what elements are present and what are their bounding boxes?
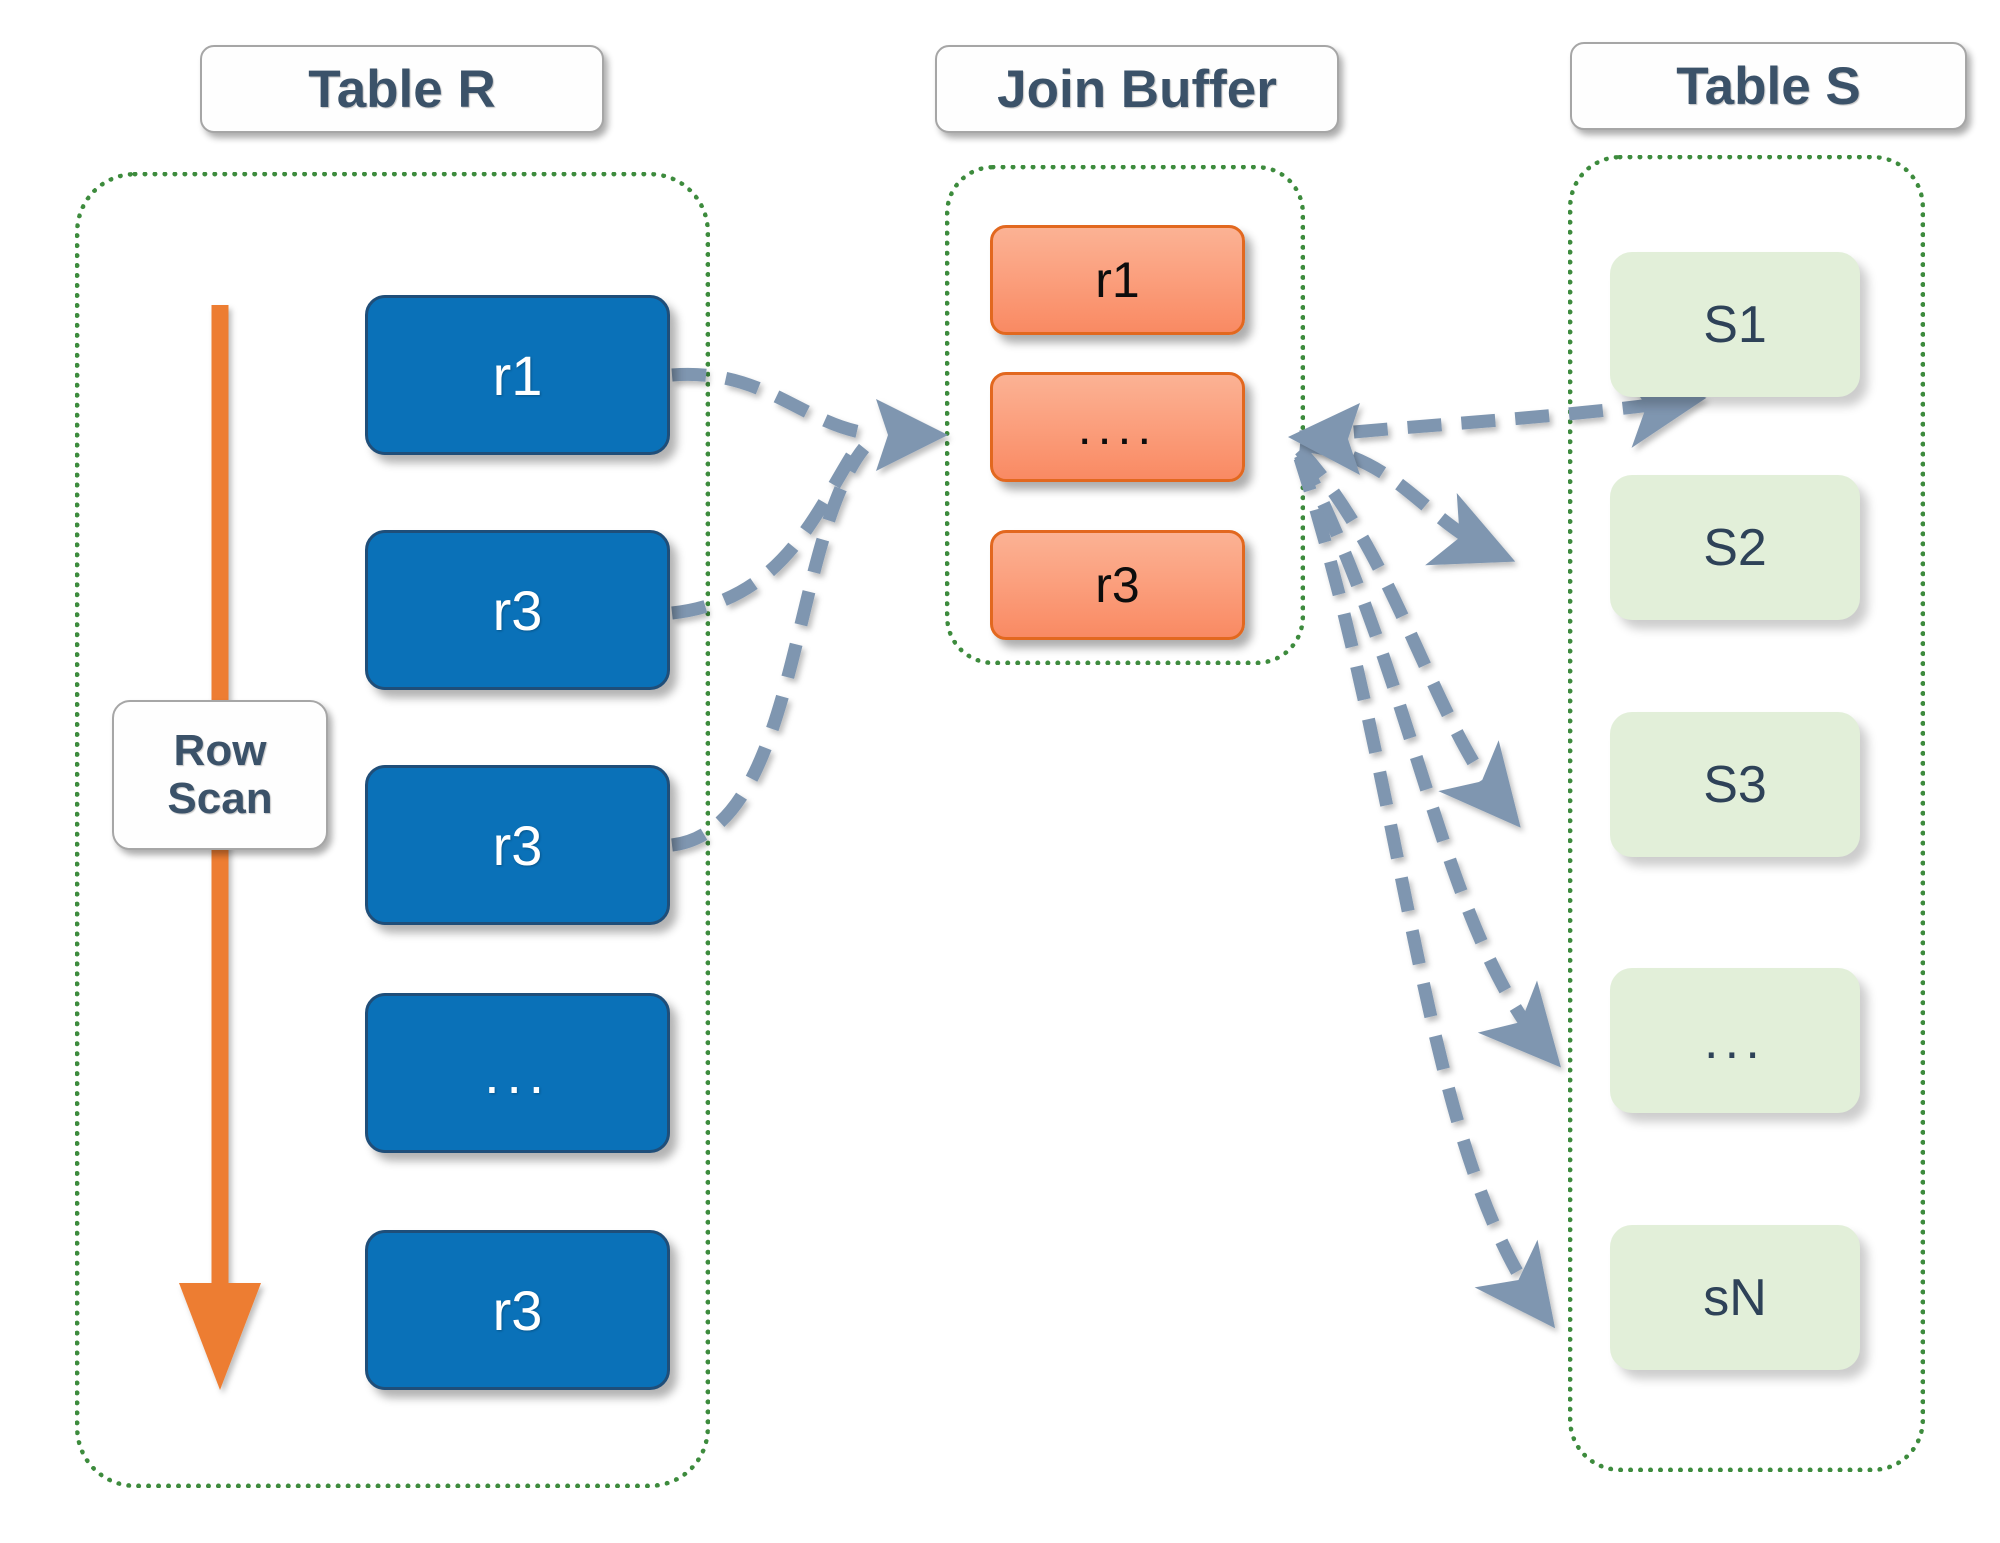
table-s-row-label: S2 bbox=[1703, 518, 1767, 577]
flow-arrows-r-to-buffer bbox=[671, 367, 870, 852]
join-buffer-row[interactable]: r3 bbox=[990, 530, 1245, 640]
table-s-title: Table S bbox=[1570, 42, 1967, 130]
table-r-row[interactable]: r3 bbox=[365, 1230, 670, 1390]
table-s-row[interactable]: sN bbox=[1610, 1225, 1860, 1370]
table-s-row-label: S3 bbox=[1703, 755, 1767, 814]
row-scan-label-line2: Scan bbox=[167, 774, 273, 823]
table-s-row-label: ... bbox=[1703, 1011, 1767, 1070]
join-buffer-title: Join Buffer bbox=[935, 45, 1339, 133]
join-buffer-row[interactable]: r1 bbox=[990, 225, 1245, 335]
row-scan-label-line1: Row bbox=[173, 726, 267, 776]
table-r-row[interactable]: r3 bbox=[365, 530, 670, 690]
join-buffer-row-label: r1 bbox=[1095, 252, 1140, 308]
row-scan-label: Row Scan bbox=[112, 700, 328, 850]
table-s-row[interactable]: S1 bbox=[1610, 252, 1860, 397]
arrowhead-buffer-out bbox=[1288, 403, 1360, 475]
join-buffer-container bbox=[945, 165, 1305, 665]
table-s-row-label: S1 bbox=[1703, 295, 1767, 354]
table-r-row-label: r3 bbox=[492, 578, 543, 642]
table-r-row[interactable]: r3 bbox=[365, 765, 670, 925]
table-r-row-label: r3 bbox=[492, 813, 543, 877]
join-buffer-row-label: r3 bbox=[1095, 557, 1140, 613]
table-s-row[interactable]: S3 bbox=[1610, 712, 1860, 857]
table-r-row-label: r1 bbox=[492, 343, 543, 407]
table-s-row-label: sN bbox=[1703, 1268, 1767, 1327]
table-r-row[interactable]: r1 bbox=[365, 295, 670, 455]
table-r-container bbox=[75, 172, 710, 1488]
join-buffer-row-label: .... bbox=[1077, 399, 1158, 455]
flow-arrows-buffer-to-s bbox=[1293, 369, 1707, 1329]
arrowhead-buffer-in bbox=[876, 399, 948, 471]
join-buffer-row[interactable]: .... bbox=[990, 372, 1245, 482]
table-s-container bbox=[1568, 155, 1925, 1472]
table-r-title: Table R bbox=[200, 45, 604, 133]
table-s-row[interactable]: ... bbox=[1610, 968, 1860, 1113]
table-r-row[interactable]: ... bbox=[365, 993, 670, 1153]
table-r-row-label: ... bbox=[484, 1041, 551, 1105]
table-r-row-label: r3 bbox=[492, 1278, 543, 1342]
table-s-row[interactable]: S2 bbox=[1610, 475, 1860, 620]
